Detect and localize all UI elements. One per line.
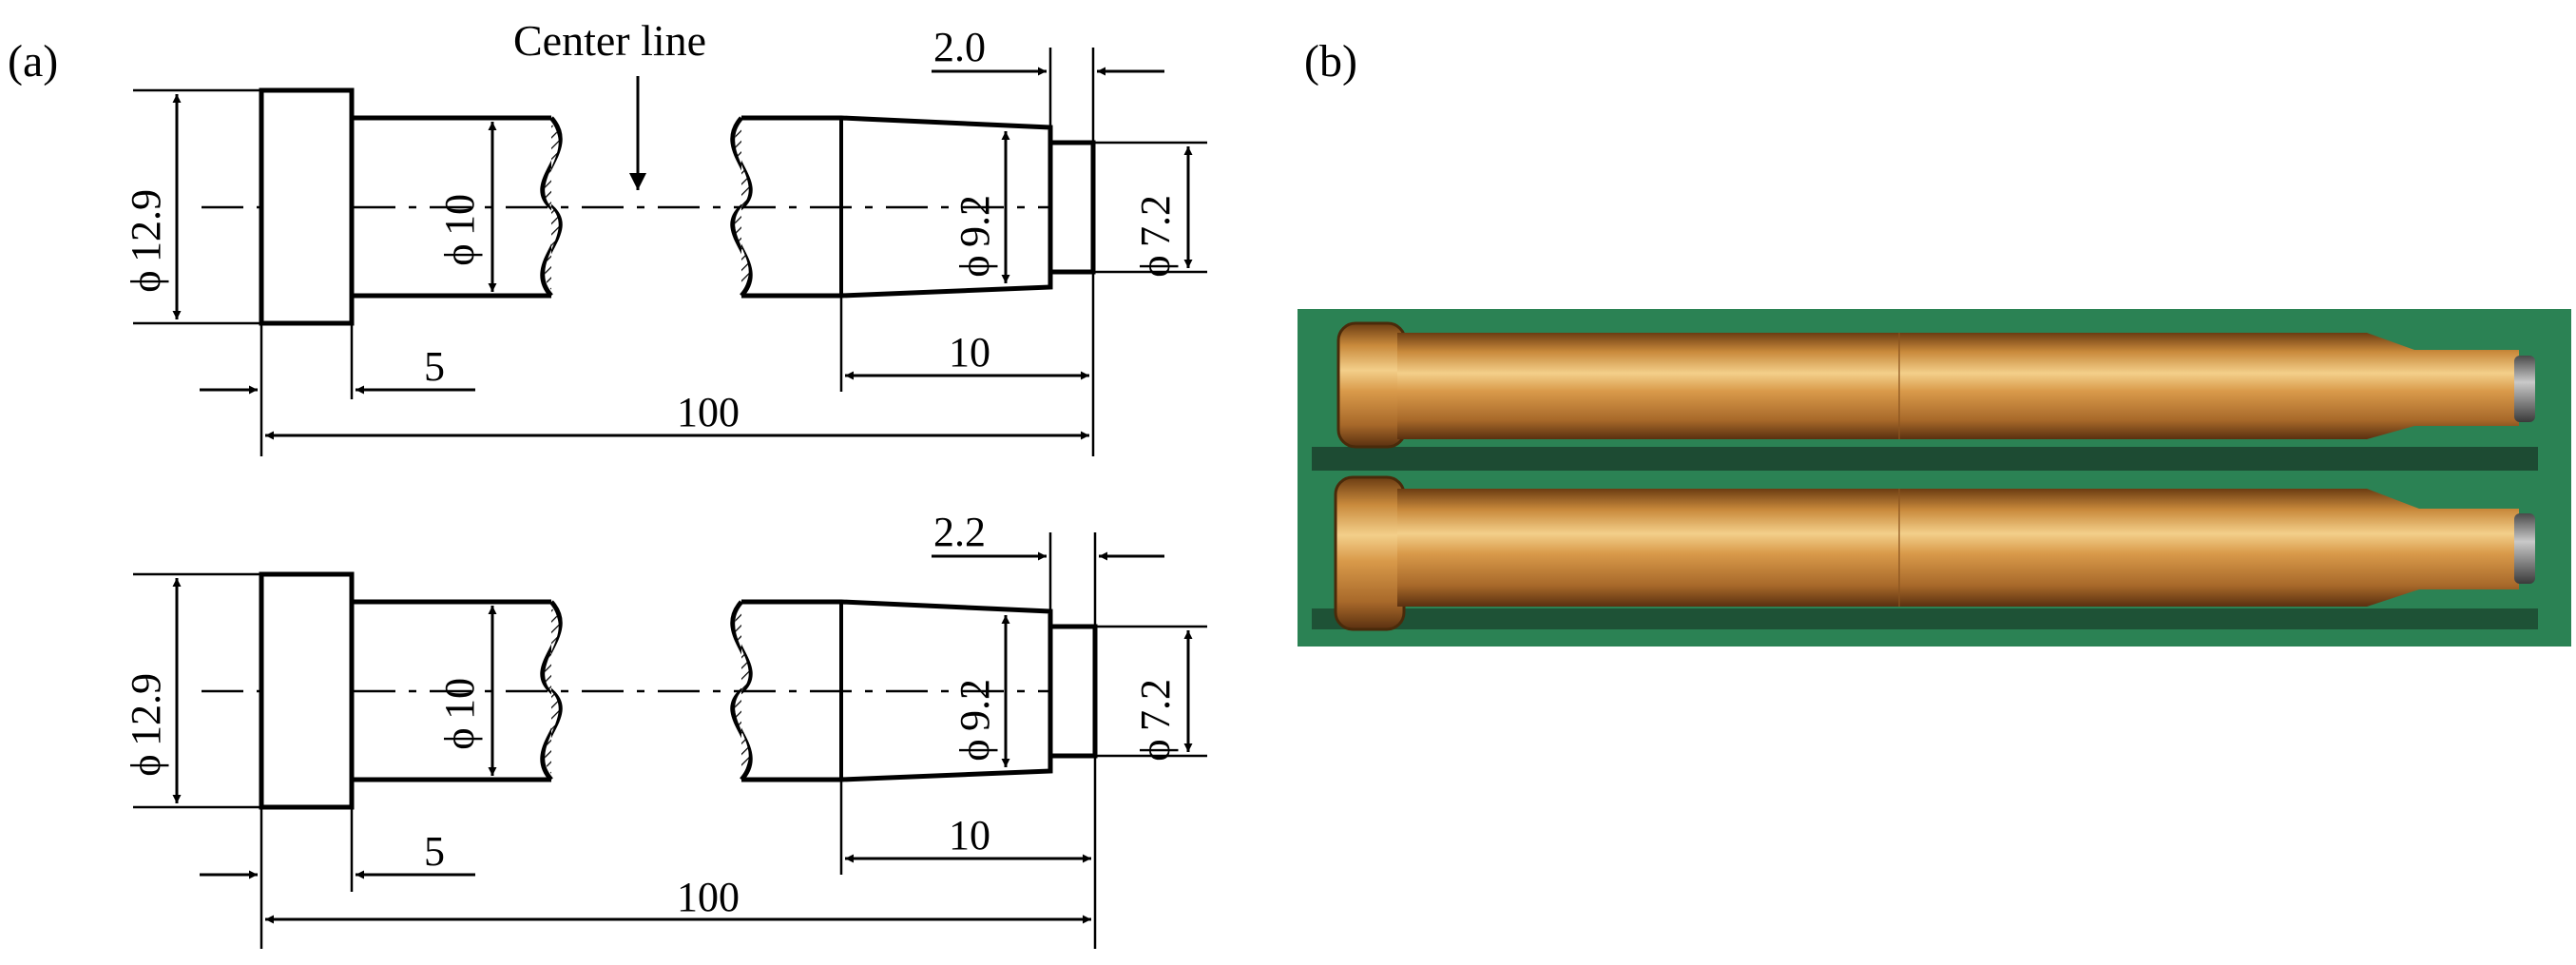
dim-phi-symbol: ϕ — [1132, 255, 1179, 277]
tip — [1048, 624, 1098, 759]
shank-left — [352, 115, 551, 299]
specimen-drawing-top: ϕ 12.9 ϕ 10 ϕ 9.2 ϕ 7.2 2.0 — [123, 24, 1207, 456]
rod-neck — [2367, 489, 2519, 607]
break-hatch-right — [735, 608, 749, 774]
break-hatch-left — [545, 124, 559, 290]
dim-neck-length-value: 10 — [949, 329, 990, 376]
rod-neck — [2367, 333, 2519, 439]
dim-phi-symbol: ϕ — [952, 255, 998, 277]
tip — [1048, 140, 1096, 275]
break-hatch-right — [735, 124, 749, 290]
dim-neck-diameter-value: 9.2 — [952, 679, 998, 731]
flange — [259, 571, 355, 810]
flange — [259, 87, 355, 326]
rod-tip — [2514, 356, 2535, 422]
dim-phi-symbol: ϕ — [436, 727, 483, 749]
dim-phi-symbol: ϕ — [1132, 739, 1179, 761]
dim-tip-diameter-value: 7.2 — [1132, 679, 1179, 731]
dim-phi-symbol: ϕ — [123, 754, 169, 776]
dim-phi-symbol: ϕ — [123, 270, 169, 292]
dim-phi-symbol: ϕ — [952, 739, 998, 761]
panel-b-label: (b) — [1304, 36, 1357, 87]
dim-neck-length-value: 10 — [949, 812, 990, 859]
dim-phi-symbol: ϕ — [436, 243, 483, 265]
break-hatch-left — [545, 608, 559, 774]
dim-total-length-value: 100 — [677, 389, 740, 435]
specimen-rod-1 — [1336, 321, 2535, 449]
dim-total-length-value: 100 — [677, 874, 740, 920]
dim-neck-diameter-value: 9.2 — [952, 195, 998, 247]
rod-tip — [2514, 513, 2535, 584]
dim-flange-diameter-value: 12.9 — [123, 673, 169, 746]
dim-tip-length-value: 2.0 — [933, 24, 986, 70]
dim-tip-length-value: 2.2 — [933, 509, 986, 555]
rod-shank — [1397, 489, 2367, 607]
dim-tip-diameter-value: 7.2 — [1132, 195, 1179, 247]
dim-shank-diameter-value: 10 — [436, 678, 483, 720]
panel-a-label: (a) — [8, 36, 58, 87]
rod-shank — [1397, 333, 2367, 439]
specimen-photo — [1298, 309, 2571, 647]
dim-shank-diameter-value: 10 — [436, 194, 483, 236]
center-line-label: Center line — [513, 16, 706, 65]
specimen-drawing-bottom: ϕ 12.9 ϕ 10 ϕ 9.2 ϕ 7.2 2.2 — [123, 509, 1207, 949]
shank-left — [352, 599, 551, 782]
rod-flange — [1336, 321, 1407, 449]
dim-flange-diameter-value: 12.9 — [123, 189, 169, 262]
dim-flange-length-value: 5 — [424, 828, 445, 875]
rod-flange — [1334, 475, 1406, 631]
dim-flange-length-value: 5 — [424, 343, 445, 390]
specimen-rod-2 — [1334, 475, 2535, 631]
